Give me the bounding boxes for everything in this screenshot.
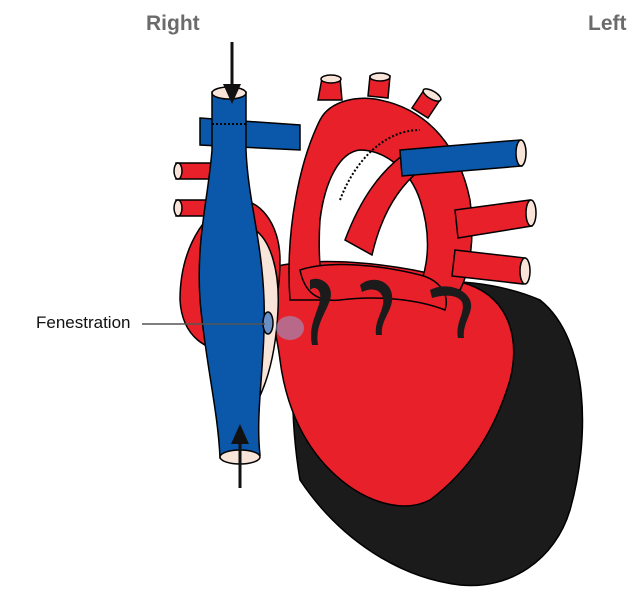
fenestration-flow [276, 316, 304, 340]
fenestration-label: Fenestration [36, 313, 131, 333]
vessel-opening [516, 140, 526, 166]
right-side-label: Right [146, 12, 200, 36]
vessel-opening [174, 163, 182, 179]
vessel-opening [370, 73, 390, 81]
vessel-opening [520, 258, 530, 284]
vessel-opening [174, 200, 182, 216]
vessel-opening [526, 200, 536, 226]
vessel-opening [321, 75, 341, 83]
left-side-label: Left [588, 12, 627, 36]
fenestration-hole [263, 312, 273, 334]
